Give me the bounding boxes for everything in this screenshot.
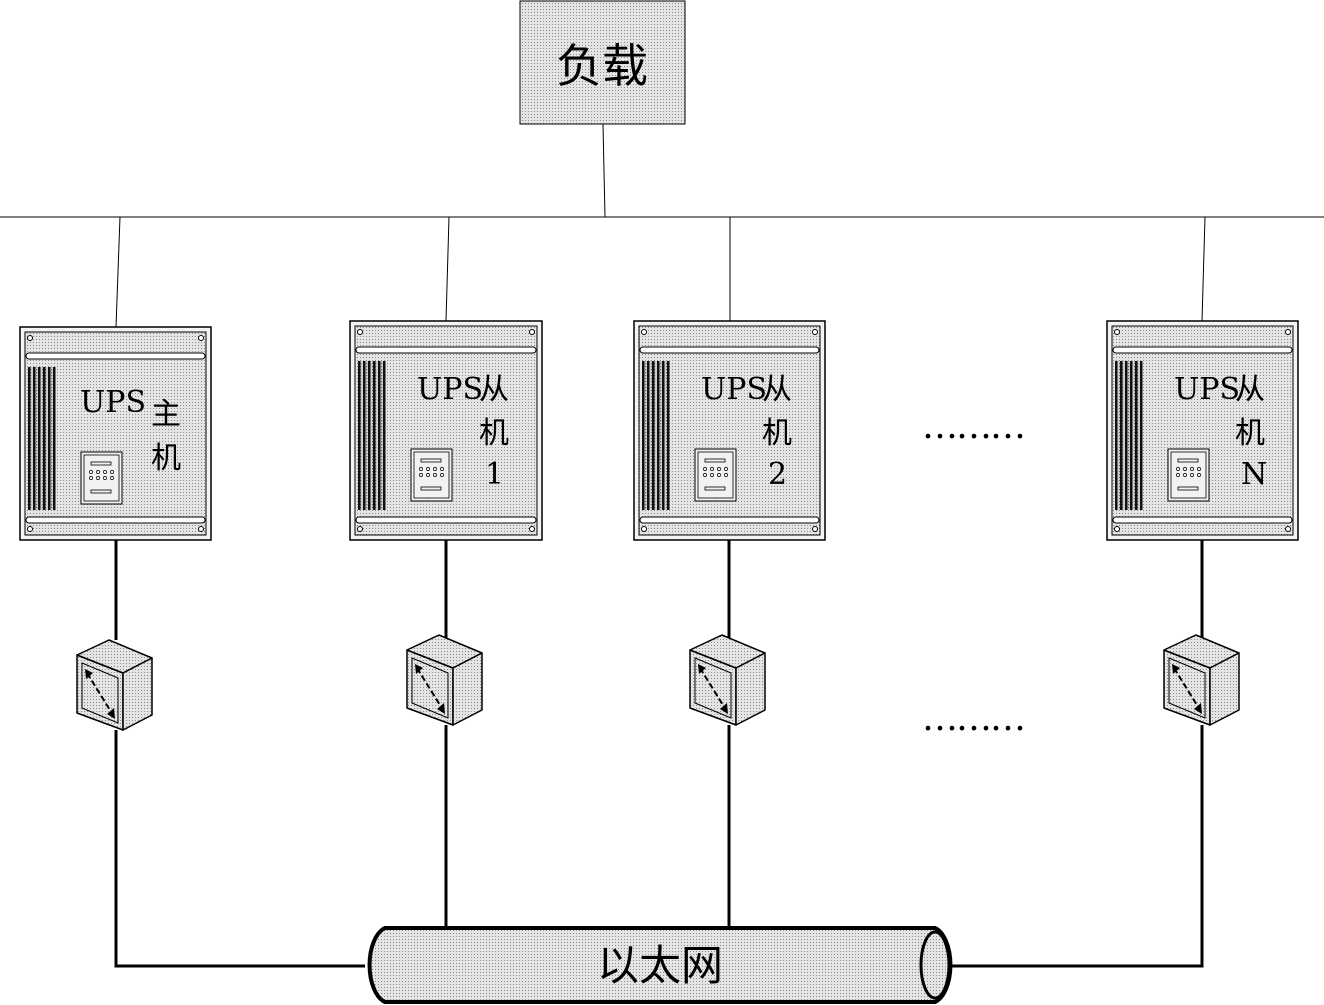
converter-master — [76, 639, 153, 731]
network-lines — [114, 540, 1204, 968]
ups-unit-number: 2 — [768, 457, 787, 492]
vent-grille — [358, 361, 386, 510]
ellipsis-converter-row: ……… — [922, 698, 1024, 739]
ups-role-line: 从 — [479, 372, 509, 407]
drop-line-master — [115, 216, 121, 328]
drop-line-slave-1 — [445, 216, 450, 322]
converter-slave-1 — [406, 634, 483, 726]
ups-label: UPS — [1174, 372, 1240, 407]
ellipsis-ups-row: ……… — [922, 406, 1024, 447]
load-feed-line — [602, 123, 606, 218]
ethernet-pipe: 以太网 — [367, 926, 953, 1004]
vent-grille — [642, 361, 670, 510]
ups-label: UPS — [80, 385, 146, 420]
control-panel — [1167, 448, 1210, 502]
ups-label: UPS — [417, 372, 483, 407]
ups-unit-number: 1 — [485, 457, 504, 492]
ethernet-label: 以太网 — [597, 941, 723, 990]
ups-role-line: 机 — [479, 416, 509, 451]
vent-grille — [28, 367, 56, 510]
vent-grille — [1115, 361, 1143, 510]
control-panel — [80, 451, 123, 505]
ups-role-line: 机 — [151, 441, 181, 476]
control-panel — [694, 448, 737, 502]
load-box: 负载 — [519, 0, 686, 125]
drop-line-slave-n — [1201, 216, 1206, 322]
ups-role-line: 从 — [1235, 372, 1265, 407]
load-label: 负载 — [556, 39, 648, 93]
control-panel — [410, 448, 453, 502]
converter-slave-2 — [689, 634, 766, 726]
ups-label: UPS — [701, 372, 767, 407]
ups-role-line: 机 — [762, 416, 792, 451]
converter-slave-n — [1163, 634, 1240, 726]
ups-role-line: 主 — [151, 397, 181, 432]
ups-role-line: 机 — [1235, 416, 1265, 451]
ups-role-line: 从 — [762, 372, 792, 407]
ups-unit-number: N — [1241, 457, 1267, 492]
